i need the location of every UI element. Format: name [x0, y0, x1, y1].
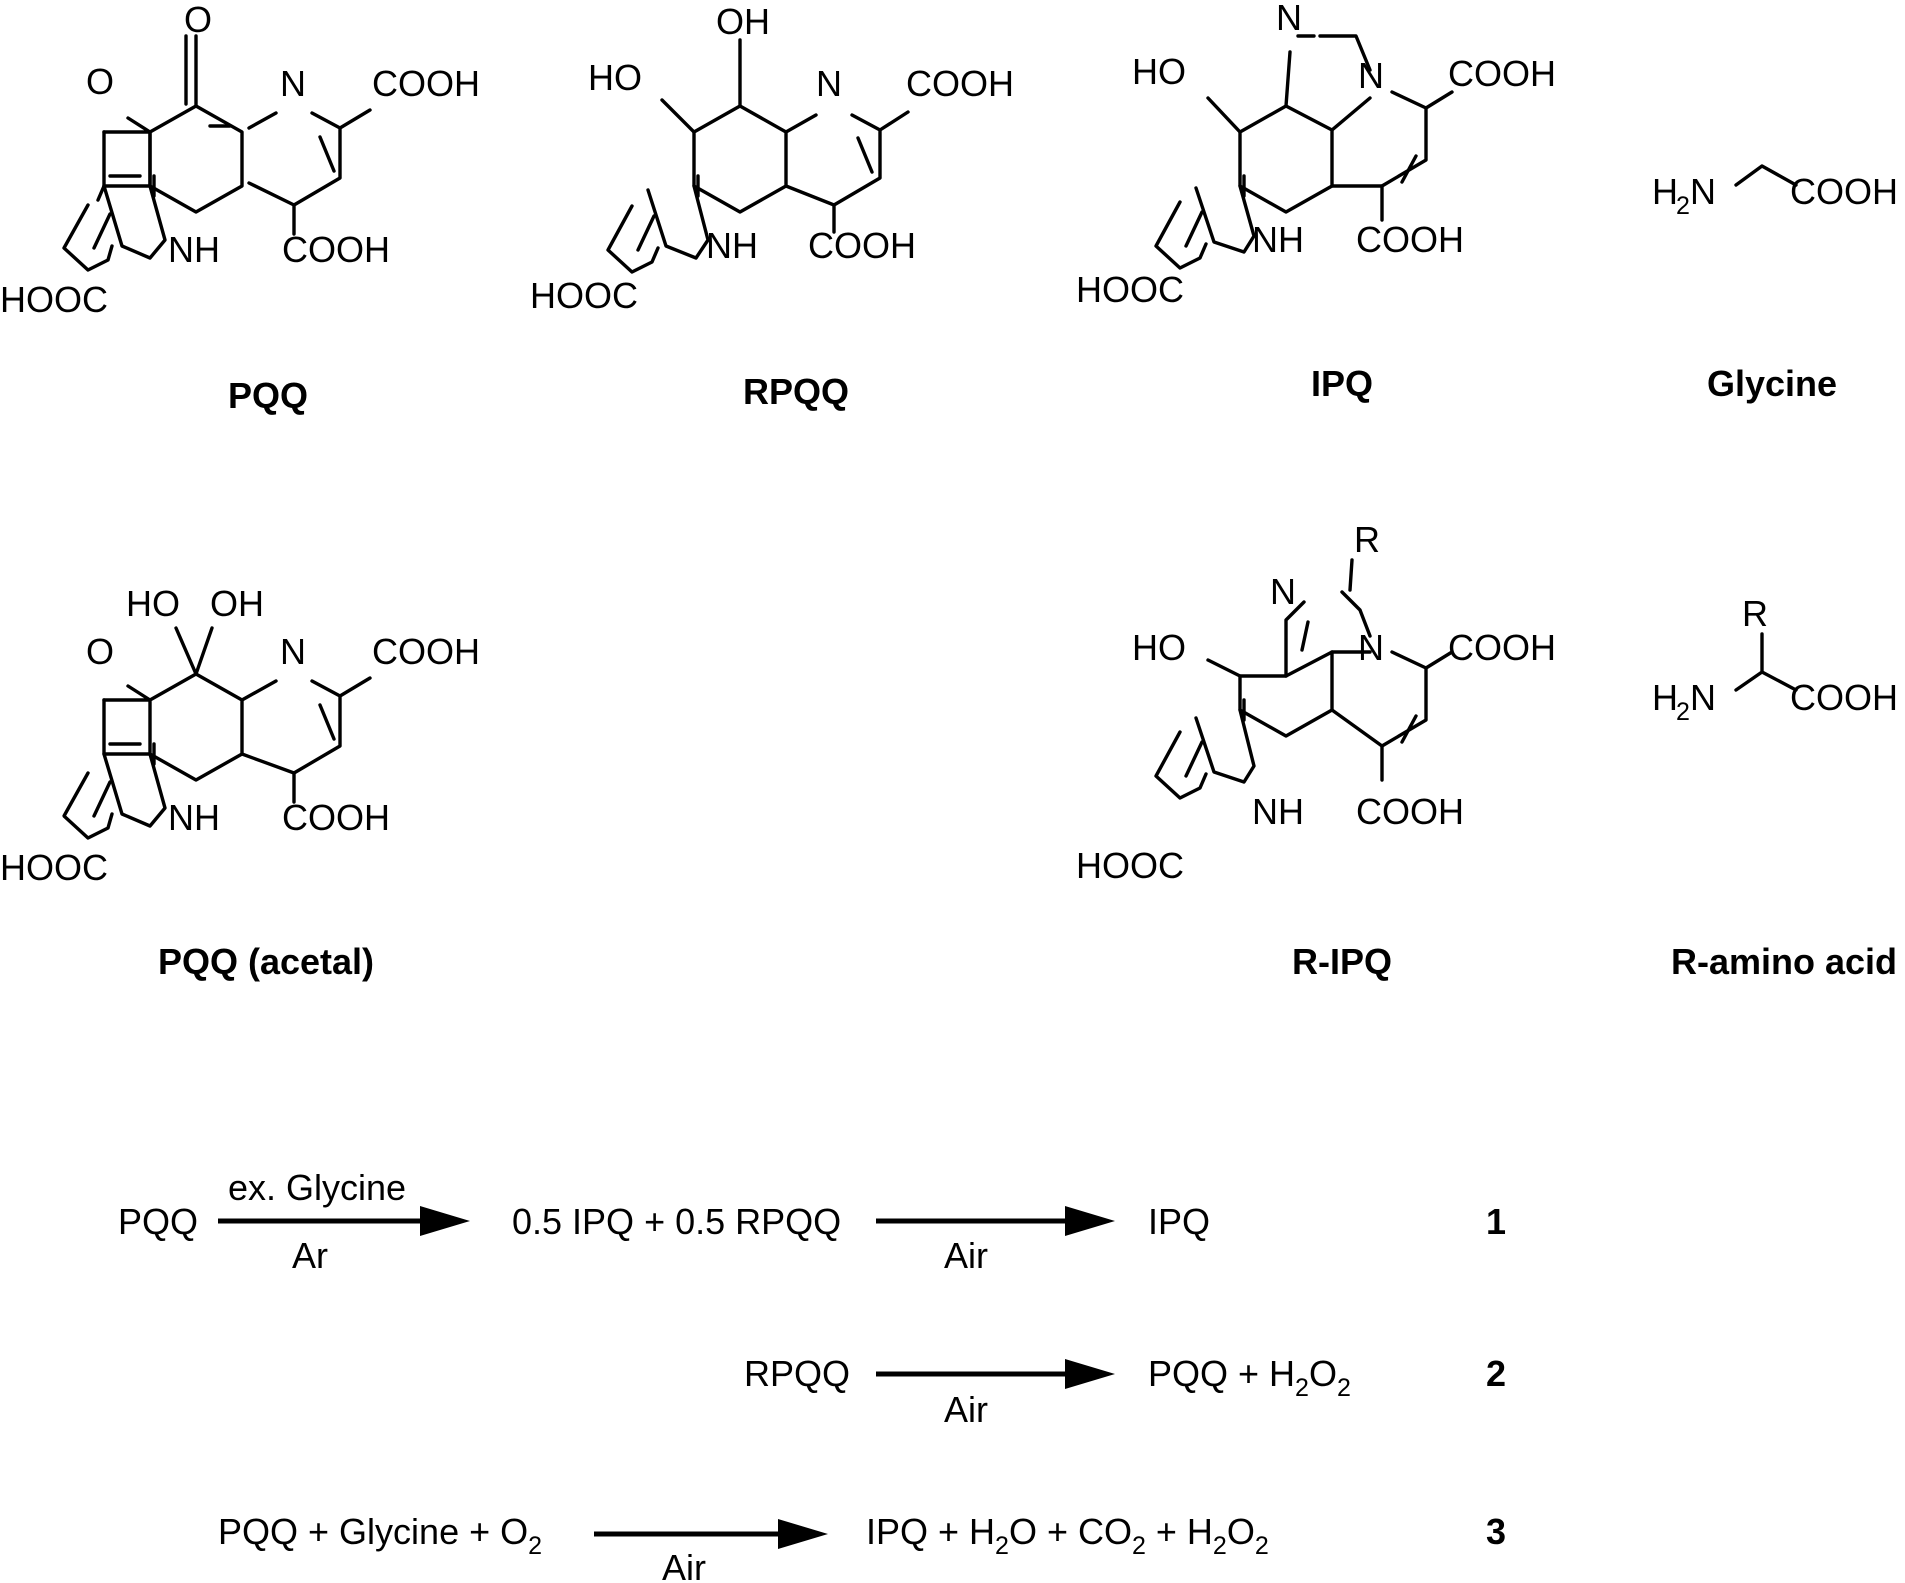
- acetal-label-hooc: HOOC: [0, 847, 108, 888]
- r-ipq-label-n2: N: [1358, 627, 1384, 668]
- structure-ipq: N HO N COOH NH COOH HOOC IPQ: [1076, 0, 1556, 404]
- rpqq-name: RPQQ: [743, 371, 849, 412]
- equation-2: RPQQ Air PQQ + H2O2 2: [744, 1353, 1506, 1430]
- ipq-label-ho: HO: [1132, 51, 1186, 92]
- r-ipq-label-r: R: [1354, 519, 1380, 560]
- rpqq-label-oh: OH: [716, 1, 770, 42]
- pqq-label-n: N: [280, 63, 306, 104]
- pqq-label-o1: O: [184, 0, 212, 40]
- ipq-label-cooh1: COOH: [1448, 53, 1556, 94]
- eq1-reactant: PQQ: [118, 1201, 198, 1242]
- structure-pqq-acetal: HO OH O N COOH NH COOH HOOC PQQ (acetal): [0, 583, 480, 982]
- ipq-label-n1: N: [1276, 0, 1302, 38]
- acetal-label-o: O: [86, 631, 114, 672]
- eq3-reactant: PQQ + Glycine + O2: [218, 1511, 542, 1560]
- pqq-label-nh: NH: [168, 229, 220, 270]
- glycine-label-cooh: COOH: [1790, 171, 1898, 212]
- acetal-label-ho: HO: [126, 583, 180, 624]
- r-ipq-label-n1: N: [1270, 571, 1296, 612]
- equation-3: PQQ + Glycine + O2 Air IPQ + H2O + CO2 +…: [218, 1511, 1506, 1583]
- glycine-label-sub2: 2: [1676, 192, 1690, 220]
- acetal-label-cooh2: COOH: [282, 797, 390, 838]
- r-amino-label-n: N: [1690, 677, 1716, 718]
- structure-r-ipq: R N HO N COOH NH COOH HOOC R-IPQ: [1076, 519, 1556, 982]
- acetal-label-cooh1: COOH: [372, 631, 480, 672]
- eq1-arrow2-below: Air: [944, 1235, 988, 1276]
- r-ipq-label-cooh1: COOH: [1448, 627, 1556, 668]
- ipq-label-nh: NH: [1252, 219, 1304, 260]
- equation-1: PQQ ex. Glycine Ar 0.5 IPQ + 0.5 RPQQ Ai…: [118, 1167, 1506, 1276]
- eq1-arrow1-above: ex. Glycine: [228, 1167, 406, 1208]
- r-amino-acid-name: R-amino acid: [1671, 941, 1897, 982]
- r-ipq-label-hooc: HOOC: [1076, 845, 1184, 886]
- r-amino-label-cooh: COOH: [1790, 677, 1898, 718]
- ipq-label-n2: N: [1358, 55, 1384, 96]
- eq1-intermediate: 0.5 IPQ + 0.5 RPQQ: [512, 1201, 841, 1242]
- eq2-arrow-head: [1065, 1359, 1115, 1389]
- r-ipq-label-nh: NH: [1252, 791, 1304, 832]
- structure-glycine: H 2 N COOH Glycine: [1652, 164, 1898, 404]
- r-ipq-label-cooh2: COOH: [1356, 791, 1464, 832]
- ipq-label-cooh2: COOH: [1356, 219, 1464, 260]
- rpqq-label-n: N: [816, 63, 842, 104]
- eq1-product: IPQ: [1148, 1201, 1210, 1242]
- structure-r-amino-acid: R H 2 N COOH R-amino acid: [1652, 593, 1898, 982]
- rpqq-label-hooc: HOOC: [530, 275, 638, 316]
- rpqq-label-ho: HO: [588, 57, 642, 98]
- glycine-label-h: H: [1652, 171, 1678, 212]
- eq1-arrow2-head: [1065, 1206, 1115, 1236]
- ipq-name: IPQ: [1311, 363, 1373, 404]
- eq1-arrow1-below: Ar: [292, 1235, 328, 1276]
- r-amino-label-sub2: 2: [1676, 698, 1690, 726]
- eq3-number: 3: [1486, 1511, 1506, 1552]
- eq3-product: IPQ + H2O + CO2 + H2O2: [866, 1511, 1269, 1560]
- acetal-label-nh: NH: [168, 797, 220, 838]
- pqq-label-cooh1: COOH: [372, 63, 480, 104]
- rpqq-label-cooh2: COOH: [808, 225, 916, 266]
- eq2-number: 2: [1486, 1353, 1506, 1394]
- glycine-name: Glycine: [1707, 363, 1837, 404]
- pqq-acetal-name: PQQ (acetal): [158, 941, 374, 982]
- pqq-label-hooc: HOOC: [0, 279, 108, 320]
- rpqq-label-cooh1: COOH: [906, 63, 1014, 104]
- glycine-label-n: N: [1690, 171, 1716, 212]
- ipq-label-hooc: HOOC: [1076, 269, 1184, 310]
- acetal-label-oh: OH: [210, 583, 264, 624]
- rpqq-label-nh: NH: [706, 225, 758, 266]
- structure-pqq: O O N COOH NH COOH HOOC PQQ: [0, 0, 480, 416]
- pqq-label-cooh2: COOH: [282, 229, 390, 270]
- eq2-product: PQQ + H2O2: [1148, 1353, 1351, 1402]
- eq3-arrow-below: Air: [662, 1547, 706, 1583]
- eq1-arrow1-head: [420, 1206, 470, 1236]
- pqq-name: PQQ: [228, 375, 308, 416]
- eq3-arrow-head: [778, 1519, 828, 1549]
- r-ipq-label-ho: HO: [1132, 627, 1186, 668]
- pqq-label-o2: O: [86, 61, 114, 102]
- r-ipq-name: R-IPQ: [1292, 941, 1392, 982]
- structure-rpqq: OH HO N COOH NH COOH HOOC RPQQ: [530, 1, 1014, 412]
- r-amino-label-h: H: [1652, 677, 1678, 718]
- eq2-arrow-below: Air: [944, 1389, 988, 1430]
- eq2-reactant: RPQQ: [744, 1353, 850, 1394]
- acetal-label-n: N: [280, 631, 306, 672]
- r-amino-label-r: R: [1742, 593, 1768, 634]
- eq1-number: 1: [1486, 1201, 1506, 1242]
